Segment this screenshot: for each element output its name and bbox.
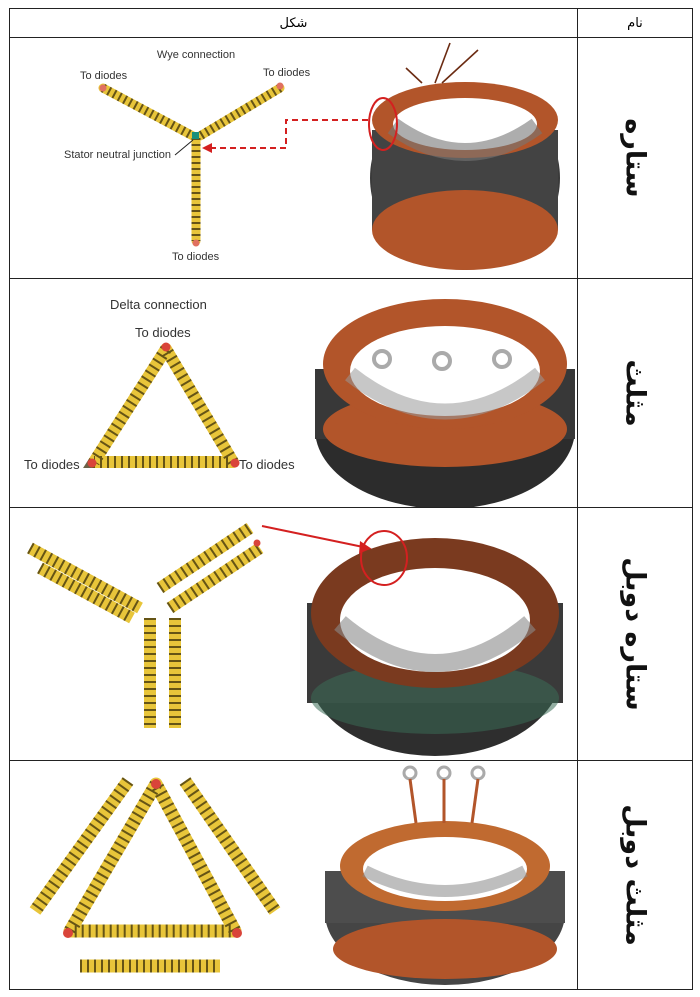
name-cell-wye: ستاره <box>577 37 693 279</box>
double-wye-figure <box>27 523 563 756</box>
shape-cell-double-delta <box>9 760 578 990</box>
name-cell-double-delta: مثلث دوبل <box>577 760 693 990</box>
wye-terminal-2 <box>276 82 284 90</box>
wye-diode-label-2: To diodes <box>263 67 311 79</box>
delta-diode-label-3: To diodes <box>239 457 295 472</box>
double-wye-highlight-circle <box>360 530 408 586</box>
double-delta-terminal-3 <box>232 928 242 938</box>
shape-cell-delta: Delta connection To diodes To diodes To … <box>9 278 578 508</box>
wye-terminal-3 <box>192 239 200 247</box>
wye-diode-label-1: To diodes <box>80 70 128 82</box>
name-wye: ستاره <box>619 118 651 198</box>
double-wye-coils <box>27 523 264 728</box>
wye-coil-right <box>195 83 285 141</box>
double-delta-figure <box>29 765 565 985</box>
delta-title: Delta connection <box>110 297 207 312</box>
wye-title: Wye connection <box>157 49 235 61</box>
delta-figure: Delta connection To diodes To diodes To … <box>24 297 575 507</box>
delta-terminal-3 <box>230 458 240 468</box>
name-double-delta: مثلث دوبل <box>619 804 651 946</box>
wye-pointer-arrow <box>206 119 368 149</box>
name-cell-double-wye: ستاره دوبل <box>577 507 693 761</box>
delta-diode-label-1: To diodes <box>135 325 191 340</box>
wye-junction-label: Stator neutral junction <box>64 149 171 161</box>
name-cell-delta: مثلث <box>577 278 693 508</box>
header-shape: شکل <box>9 8 578 38</box>
wye-diode-label-3: To diodes <box>172 251 220 263</box>
wye-neutral-junction <box>192 132 199 139</box>
stator-photo-delta <box>315 299 575 507</box>
stator-photo-double-delta <box>325 765 565 985</box>
wye-highlight-circle <box>368 97 398 151</box>
double-wye-arrow <box>261 525 369 549</box>
double-delta-coils <box>29 770 281 973</box>
name-double-wye: ستاره دوبل <box>619 557 651 711</box>
double-delta-terminal-2 <box>63 928 73 938</box>
shape-cell-wye: Wye connection To diodes To diodes To di… <box>9 37 578 279</box>
shape-cell-double-wye <box>9 507 578 761</box>
wye-figure: Wye connection To diodes To diodes To di… <box>64 42 560 270</box>
delta-coils <box>83 337 244 468</box>
wye-coil-left <box>98 83 198 141</box>
delta-terminal-2 <box>87 458 97 468</box>
stator-photo-wye <box>368 42 560 270</box>
delta-terminal-1 <box>161 342 171 352</box>
double-wye-terminal <box>253 539 261 547</box>
header-name: نام <box>577 8 693 38</box>
delta-diode-label-2: To diodes <box>24 457 80 472</box>
name-delta: مثلث <box>619 359 651 427</box>
stator-photo-double-wye <box>307 530 563 756</box>
stator-table: شکل نام Wye connection To diodes To diod… <box>9 8 693 990</box>
double-delta-terminal-1 <box>151 779 161 789</box>
junction-leader-line <box>174 139 194 156</box>
wye-terminal-1 <box>99 84 107 92</box>
